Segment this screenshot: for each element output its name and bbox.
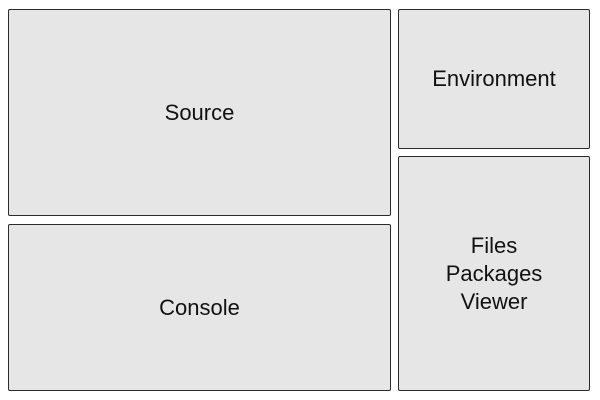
files-label: Files xyxy=(470,232,518,258)
viewer-label: Viewer xyxy=(460,288,528,314)
environment-pane: Environment xyxy=(398,9,590,149)
source-pane: Source xyxy=(8,9,391,216)
environment-pane-label: Environment xyxy=(432,66,556,91)
files-packages-viewer-pane: Files Packages Viewer xyxy=(398,156,590,391)
source-pane-label: Source xyxy=(164,99,235,125)
console-pane-label: Console xyxy=(159,294,240,320)
packages-label: Packages xyxy=(445,260,543,286)
console-pane: Console xyxy=(8,224,391,391)
